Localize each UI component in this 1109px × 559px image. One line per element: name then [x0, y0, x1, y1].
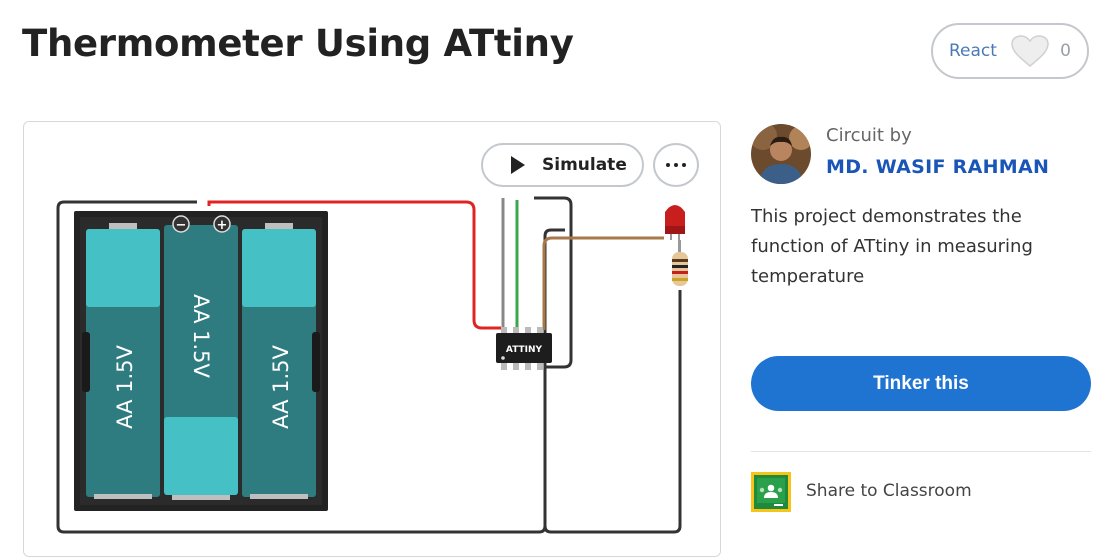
react-label: React	[949, 41, 997, 61]
google-classroom-icon[interactable]	[751, 472, 791, 512]
battery-3	[242, 223, 316, 499]
resistor[interactable]	[672, 240, 688, 286]
simulate-button[interactable]: Simulate	[481, 143, 644, 187]
share-to-classroom-link[interactable]: Share to Classroom	[806, 481, 972, 501]
battery-3-label: AA 1.5V	[269, 344, 293, 428]
tinker-this-button[interactable]: Tinker this	[751, 356, 1091, 411]
battery-2-label: AA 1.5V	[189, 294, 213, 378]
chip-label: ATTINY	[506, 345, 543, 355]
circuit-by-label: Circuit by	[826, 125, 912, 146]
more-options-button[interactable]	[653, 143, 699, 187]
divider	[751, 451, 1091, 452]
avatar-image	[751, 124, 811, 184]
project-description: This project demonstrates the function o…	[751, 206, 1033, 287]
react-button[interactable]: React 0	[931, 23, 1089, 79]
battery-1	[86, 223, 160, 499]
black-wire-chip	[534, 196, 573, 369]
heart-icon	[1011, 35, 1049, 67]
negative-terminal[interactable]	[172, 215, 190, 233]
author-name-link[interactable]: MD. WASIF RAHMAN	[826, 156, 1050, 178]
positive-terminal[interactable]	[213, 215, 231, 233]
battery-1-label: AA 1.5V	[113, 344, 137, 428]
more-dots-icon	[666, 163, 670, 167]
react-count: 0	[1060, 41, 1071, 61]
minus-symbol: −	[176, 218, 187, 233]
black-wire-left	[56, 200, 565, 534]
page-title: Thermometer Using ATtiny	[22, 22, 574, 65]
play-icon	[511, 156, 525, 174]
avatar[interactable]	[751, 124, 811, 184]
red-wire	[207, 200, 501, 330]
simulate-label: Simulate	[542, 155, 627, 175]
brown-wire	[542, 236, 664, 330]
circuit-diagram: − + AA 1.5V AA 1.5V AA 1.5V ATTINY	[56, 196, 688, 534]
led[interactable]	[665, 205, 685, 252]
battery-2	[164, 225, 238, 500]
plus-symbol: +	[217, 218, 228, 233]
attiny-chip[interactable]: ATTINY	[496, 327, 552, 370]
black-wire-right	[543, 290, 682, 534]
circuit-canvas[interactable]: − + AA 1.5V AA 1.5V AA 1.5V ATTINY	[23, 121, 721, 557]
